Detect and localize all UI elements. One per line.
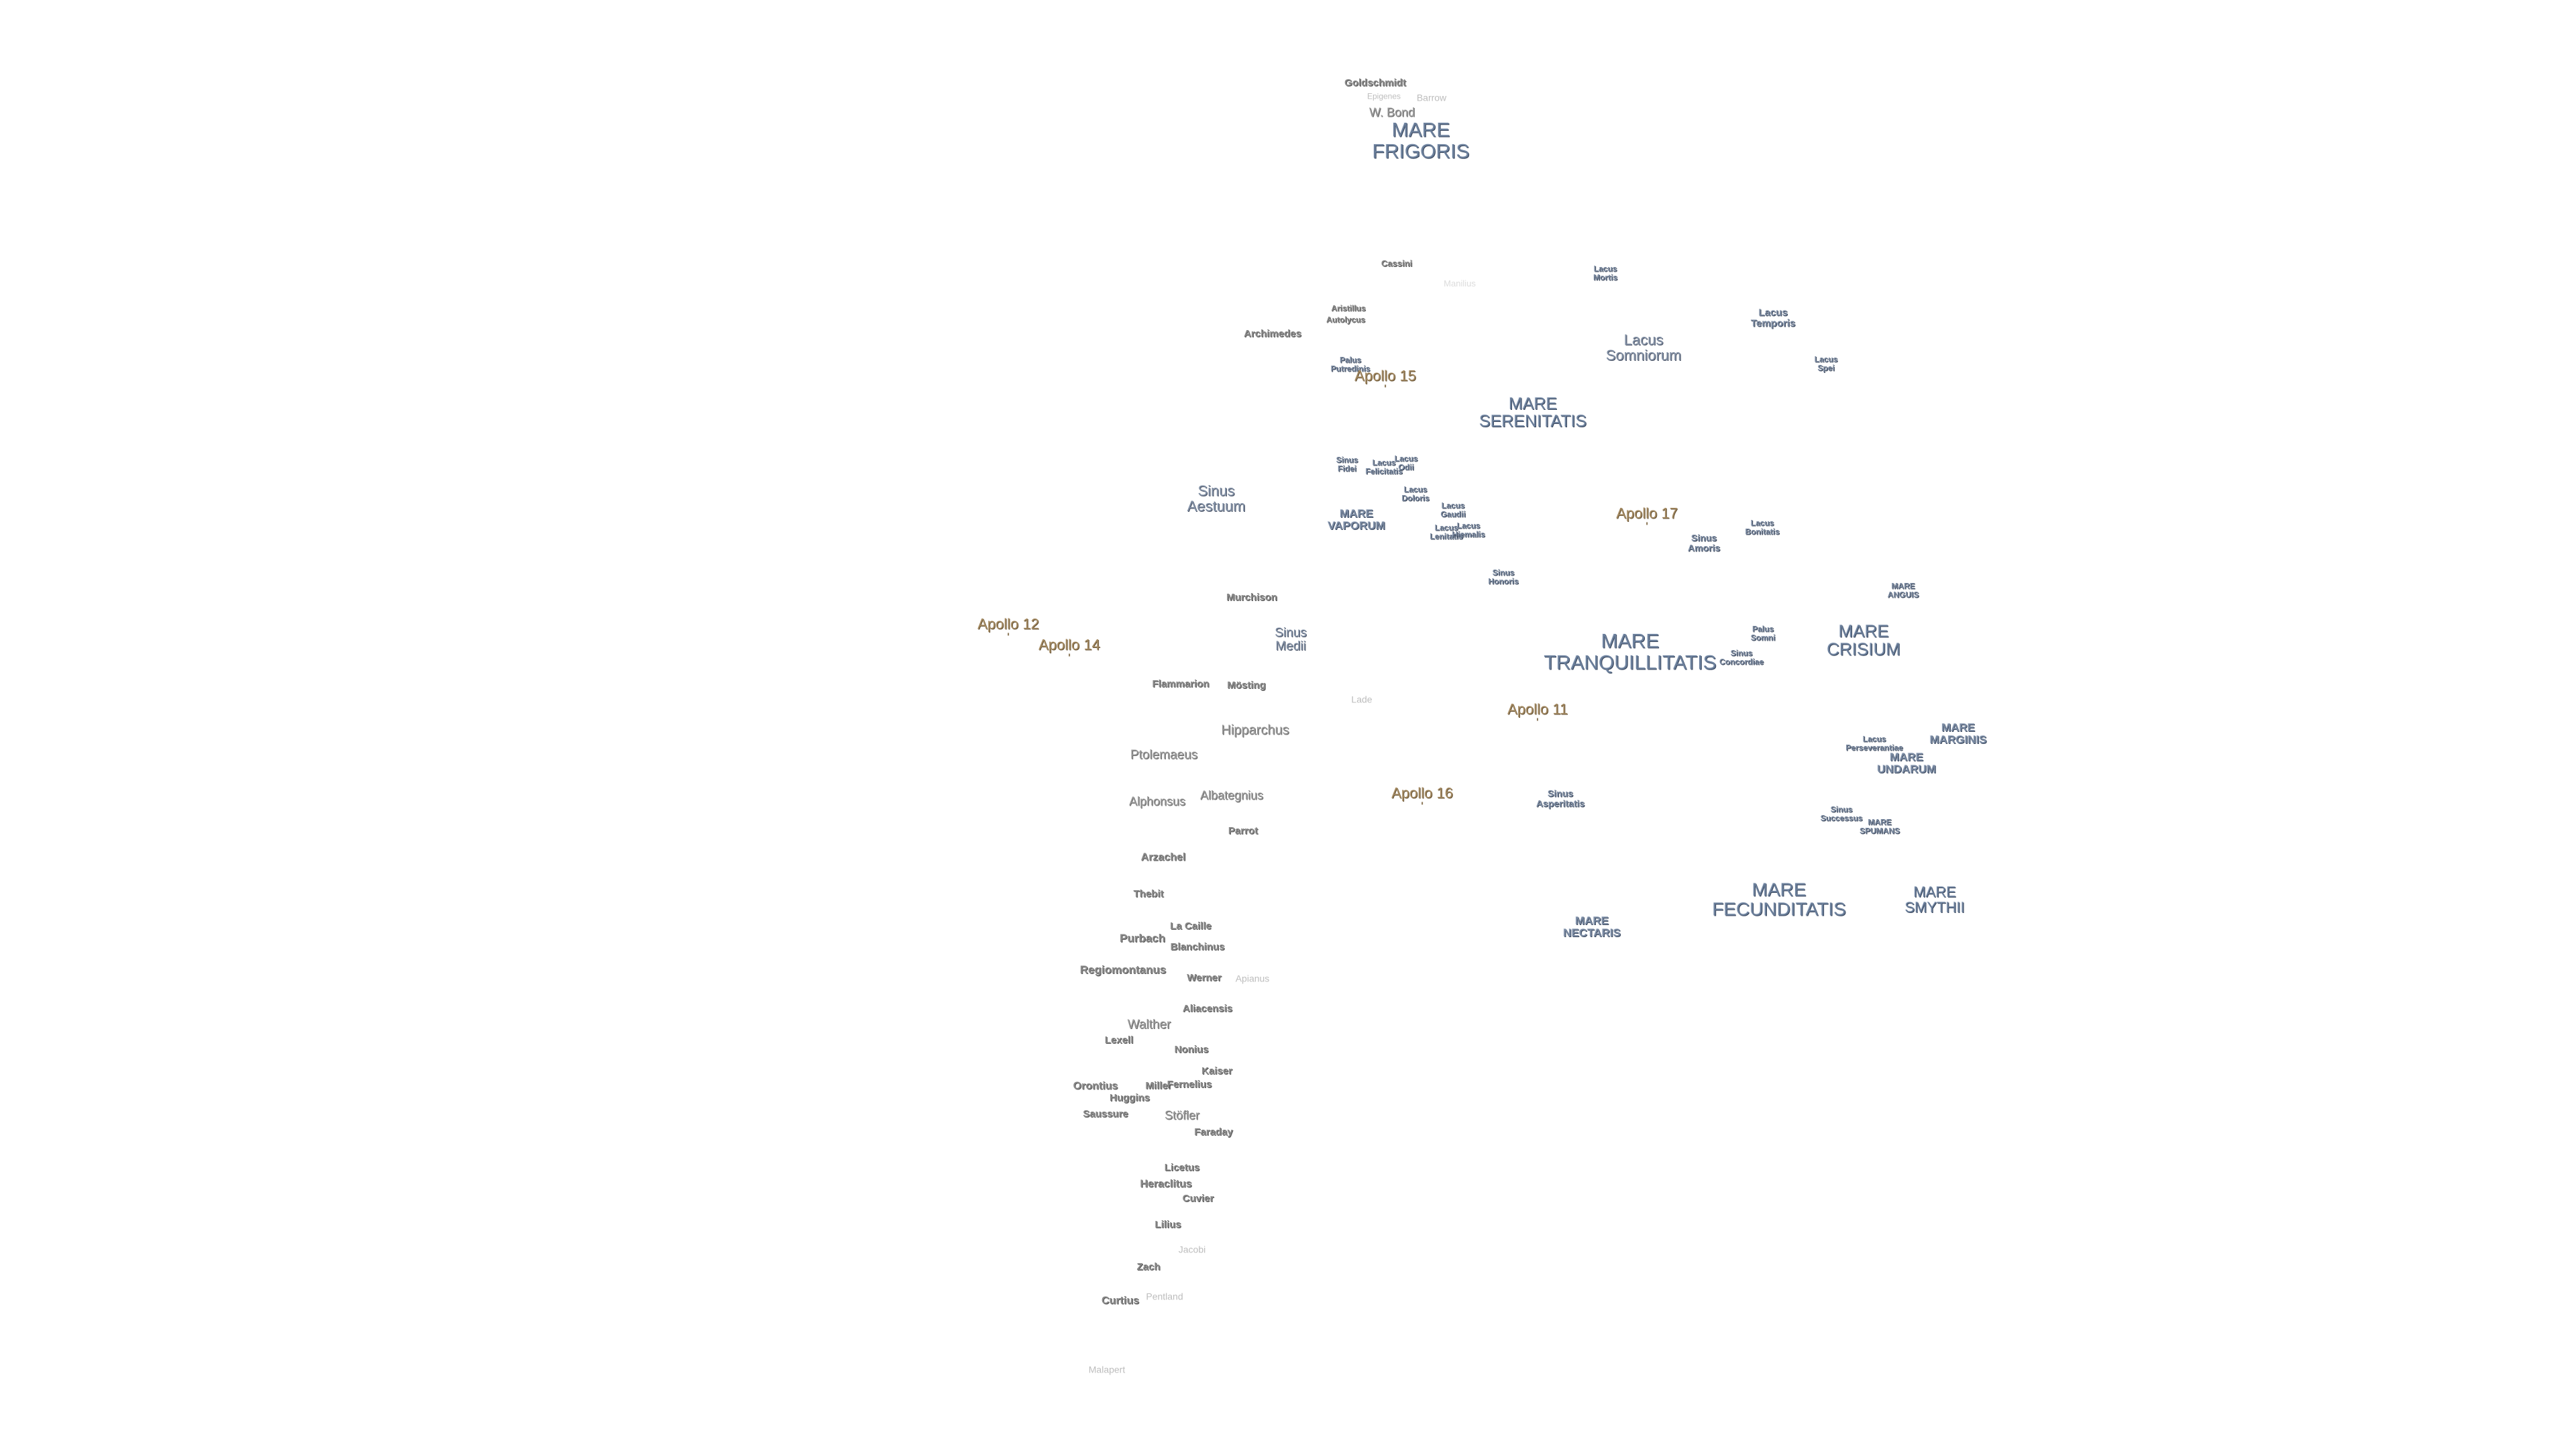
curtius-label: Curtius xyxy=(1102,1295,1139,1307)
lacus-spei-label: Lacus Spei xyxy=(1814,354,1838,372)
apianus-label: Apianus xyxy=(1235,973,1270,984)
lade-label: Lade xyxy=(1351,694,1373,705)
stoefler-label: Stöfler xyxy=(1164,1108,1200,1122)
apollo-17-label: Apollo 17 xyxy=(1616,505,1678,525)
kaiser-label: Kaiser xyxy=(1201,1065,1232,1077)
sinus-honoris-label: Sinus Honoris xyxy=(1488,568,1519,586)
lacus-mortis-label: Lacus Mortis xyxy=(1593,264,1617,282)
blanchinus-label: Blanchinus xyxy=(1170,941,1225,953)
mare-nectaris-label: MARE NECTARIS xyxy=(1563,914,1621,939)
werner-label: Werner xyxy=(1187,972,1222,984)
albategnius-label: Albategnius xyxy=(1199,788,1264,802)
lacus-lenitatis-label: Lacus Lenitatis xyxy=(1430,523,1463,541)
nonius-label: Nonius xyxy=(1174,1044,1209,1056)
saussure-label: Saussure xyxy=(1083,1108,1128,1120)
jacobi-label: Jacobi xyxy=(1178,1244,1206,1255)
lacus-hiemalis-label: Lacus Hiemalis xyxy=(1452,521,1485,539)
mare-crisium-label: MARE CRISIUM xyxy=(1827,621,1900,659)
mare-undarum-label: MARE UNDARUM xyxy=(1877,751,1936,775)
lexell-label: Lexell xyxy=(1104,1034,1134,1046)
lacus-somniorum-label: Lacus Somniorum xyxy=(1605,331,1682,364)
lacus-odii-label: Lacus Odii xyxy=(1394,453,1418,472)
walther-label: Walther xyxy=(1127,1018,1171,1032)
licetus-label: Licetus xyxy=(1164,1162,1200,1174)
sinus-medii-label: Sinus Medii xyxy=(1275,626,1307,653)
lacus-felicitatis-label: Lacus Felicitatis xyxy=(1365,458,1403,476)
purbach-label: Purbach xyxy=(1119,932,1166,945)
lacus-temporis-label: Lacus Temporis xyxy=(1750,307,1796,329)
apollo-11-label: Apollo 11 xyxy=(1507,701,1568,720)
mare-fecunditatis-label: MARE FECUNDITATIS xyxy=(1712,879,1846,920)
malapert-label: Malapert xyxy=(1088,1364,1126,1375)
cuvier-label: Cuvier xyxy=(1182,1193,1214,1205)
mare-marginis-label: MARE MARGINIS xyxy=(1929,721,1987,746)
palus-somni-label: Palus Somni xyxy=(1750,624,1776,642)
miller-label: Miller xyxy=(1145,1080,1172,1092)
apollo-14-label: Apollo 14 xyxy=(1038,637,1100,656)
lacus-bonitatis-label: Lacus Bonitatis xyxy=(1745,518,1780,536)
lacus-perseverantiae-label: Lacus Perseverantiae xyxy=(1845,734,1903,752)
parrot-label: Parrot xyxy=(1228,825,1258,837)
ptolemaeus-label: Ptolemaeus xyxy=(1130,748,1198,763)
apollo-12-label: Apollo 12 xyxy=(977,616,1039,635)
epigenes-label: Epigenes xyxy=(1366,91,1401,101)
autolycus-label: Autolycus xyxy=(1326,315,1366,325)
alphonsus-label: Alphonsus xyxy=(1128,794,1186,808)
arzachel-label: Arzachel xyxy=(1140,851,1186,863)
mare-serenitatis-label: MARE SERENITATIS xyxy=(1479,394,1587,431)
sinus-asperitatis-label: Sinus Asperitatis xyxy=(1536,788,1585,808)
lilius-label: Lilius xyxy=(1155,1219,1181,1231)
manilius-label: Manilius xyxy=(1444,278,1476,289)
aristillus-label: Aristillus xyxy=(1331,303,1366,313)
sinus-successus-label: Sinus Successus xyxy=(1820,804,1863,822)
zach-label: Zach xyxy=(1136,1261,1161,1273)
mare-tranquillitatis-label: MARE TRANQUILLITATIS xyxy=(1544,630,1717,674)
lacus-doloris-label: Lacus Doloris xyxy=(1401,484,1430,502)
aliacensis-label: Aliacensis xyxy=(1182,1003,1233,1015)
mosting-label: Mösting xyxy=(1227,680,1266,692)
goldschmidt-label: Goldschmidt xyxy=(1344,77,1406,89)
hipparchus-label: Hipparchus xyxy=(1221,722,1289,738)
w-bond-label: W. Bond xyxy=(1368,105,1415,119)
orontius-label: Orontius xyxy=(1073,1080,1118,1092)
lacus-gaudii-label: Lacus Gaudii xyxy=(1440,500,1466,519)
heraclitus-label: Heraclitus xyxy=(1140,1178,1192,1190)
regiomontanus-label: Regiomontanus xyxy=(1079,963,1167,977)
faraday-label: Faraday xyxy=(1194,1126,1233,1138)
sinus-fidei-label: Sinus Fidei xyxy=(1336,455,1358,473)
sinus-amoris-label: Sinus Amoris xyxy=(1687,532,1721,553)
huggins-label: Huggins xyxy=(1110,1092,1150,1104)
archimedes-label: Archimedes xyxy=(1244,328,1301,340)
apollo-15-label: Apollo 15 xyxy=(1354,368,1416,387)
sinus-concordiae-label: Sinus Concordiae xyxy=(1719,648,1764,666)
la-caille-label: La Caille xyxy=(1170,920,1212,932)
mare-vaporum-label: MARE VAPORUM xyxy=(1328,507,1385,532)
apollo-16-label: Apollo 16 xyxy=(1391,785,1453,804)
thebit-label: Thebit xyxy=(1133,888,1164,900)
mare-smythii-label: MARE SMYTHII xyxy=(1904,883,1965,916)
mare-frigoris-label: MARE FRIGORIS xyxy=(1372,119,1470,162)
flammarion-label: Flammarion xyxy=(1152,678,1210,690)
fernelius-label: Fernelius xyxy=(1167,1079,1212,1091)
sinus-aestuum-label: Sinus Aestuum xyxy=(1187,482,1246,515)
barrow-label: Barrow xyxy=(1416,92,1447,103)
pentland-label: Pentland xyxy=(1146,1291,1183,1302)
mare-anguis-label: MARE ANGUIS xyxy=(1887,581,1919,599)
mare-spumans-label: MARE SPUMANS xyxy=(1859,817,1900,835)
cassini-label: Cassini xyxy=(1381,258,1413,269)
murchison-label: Murchison xyxy=(1226,592,1277,604)
